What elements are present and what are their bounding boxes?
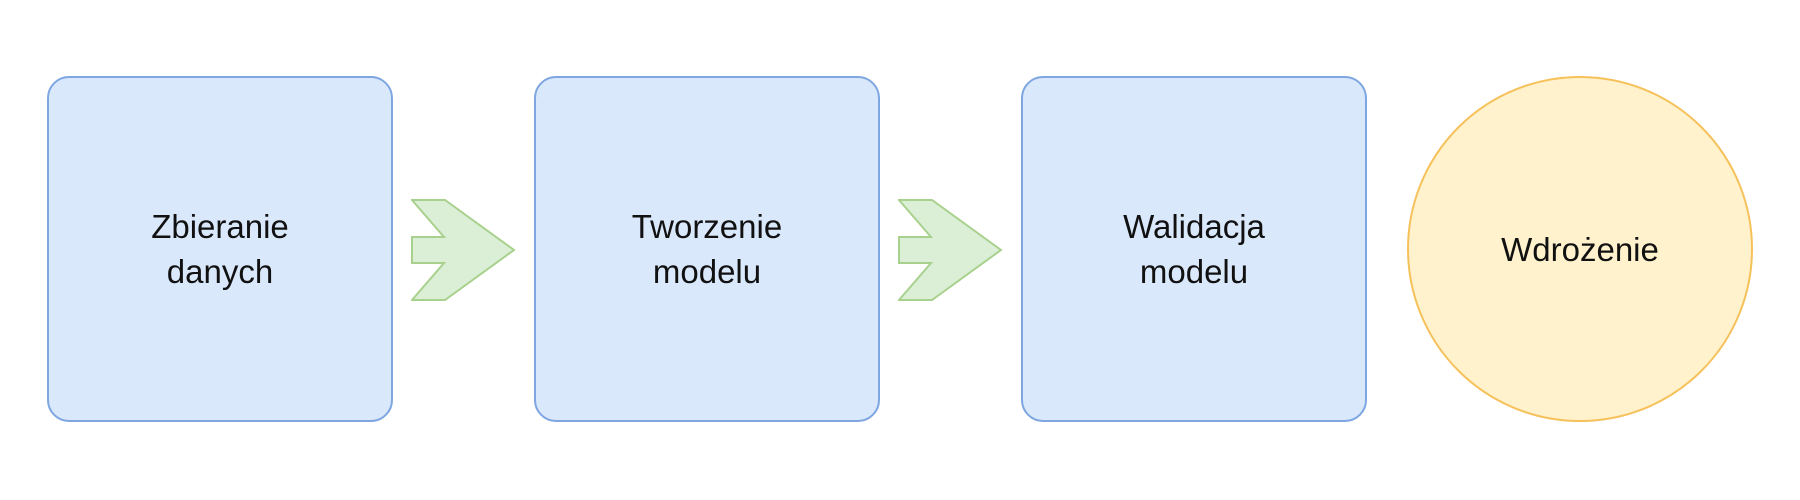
step-label: Walidacja modelu [1123, 208, 1265, 290]
step-label: Wdrożenie [1501, 230, 1659, 268]
arrow-right-icon [898, 199, 1003, 301]
step-deployment: Wdrożenie [1407, 76, 1753, 422]
step-label: Tworzenie modelu [631, 208, 783, 290]
step-model-building: Tworzenie modelu [534, 76, 880, 422]
arrow-right-icon [411, 199, 516, 301]
step-model-validation: Walidacja modelu [1021, 76, 1367, 422]
step-label: Zbieranie danych [151, 208, 289, 290]
step-data-collection: Zbieranie danych [47, 76, 393, 422]
